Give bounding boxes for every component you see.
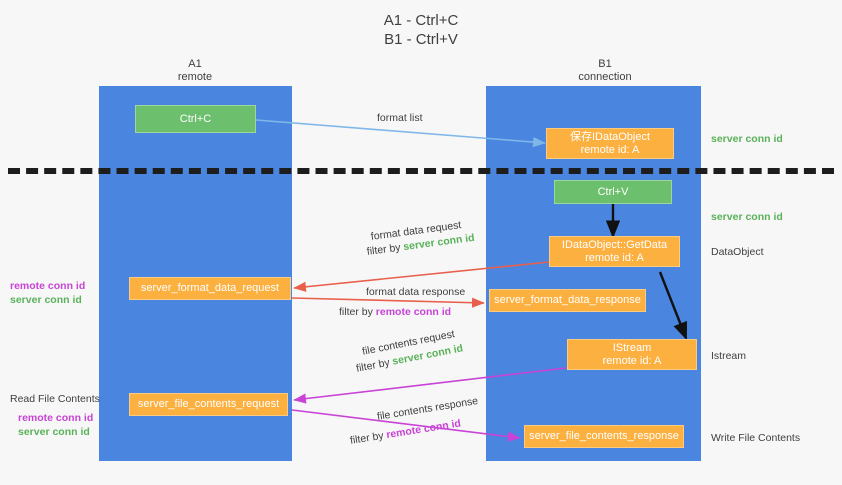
edge-label-format-list: format list: [377, 112, 423, 124]
box-ctrl-c-line1: Ctrl+C: [179, 112, 212, 125]
edge-label-format-data-response-filter: filter by remote conn id: [339, 305, 451, 319]
box-save-idataobject[interactable]: 保存IDataObject remote id: A: [546, 128, 674, 159]
box-istream-line1: IStream: [612, 341, 652, 354]
box-idataobject-getdata-line1: IDataObject::GetData: [561, 238, 668, 251]
left-label-read-file-contents: Read File Contents: [10, 393, 100, 405]
filter-prefix: filter by: [339, 306, 376, 318]
right-label-server-conn-id-top: server conn id: [711, 133, 783, 145]
lane-header-a1: A1 remote: [130, 58, 260, 84]
box-save-idataobject-line1: 保存IDataObject: [569, 130, 651, 143]
box-ctrl-c[interactable]: Ctrl+C: [135, 105, 256, 133]
box-idataobject-getdata[interactable]: IDataObject::GetData remote id: A: [549, 236, 680, 267]
box-server-file-contents-response[interactable]: server_file_contents_response: [524, 425, 684, 448]
left-label-server-conn-id-2: server conn id: [18, 426, 90, 438]
lane-header-b1: B1 connection: [540, 58, 670, 84]
box-server-format-data-response[interactable]: server_format_data_response: [489, 289, 646, 312]
edge-label-format-data-response: format data response: [366, 286, 466, 298]
phase-separator: [8, 168, 834, 174]
edge-label-file-contents-response: file contents response: [376, 395, 479, 423]
box-ctrl-v-line1: Ctrl+V: [597, 185, 629, 198]
left-label-server-conn-id-1: server conn id: [10, 294, 82, 306]
box-server-file-contents-response-line1: server_file_contents_response: [529, 430, 679, 442]
box-save-idataobject-line2: remote id: A: [580, 143, 640, 156]
left-label-remote-conn-id-2: remote conn id: [18, 412, 94, 424]
lane-header-b1-sub: connection: [578, 71, 632, 83]
filter-prefix: filter by: [366, 241, 405, 258]
box-ctrl-v[interactable]: Ctrl+V: [554, 180, 672, 204]
lane-header-b1-name: B1: [598, 58, 612, 70]
filter-prefix: filter by: [349, 429, 388, 447]
filter-id-remote-conn-id: remote conn id: [375, 306, 452, 318]
box-istream-line2: remote id: A: [602, 354, 662, 367]
box-istream[interactable]: IStream remote id: A: [567, 339, 697, 370]
box-server-file-contents-request-line1: server_file_contents_request: [137, 398, 280, 410]
right-label-dataobject: DataObject: [711, 246, 764, 258]
left-label-conn-id-pair-2: remote conn id server conn id: [18, 411, 93, 439]
box-server-format-data-response-line1: server_format_data_response: [494, 294, 641, 306]
box-server-format-data-request[interactable]: server_format_data_request: [129, 277, 291, 300]
right-label-server-conn-id-mid: server conn id: [711, 211, 783, 223]
filter-prefix: filter by: [355, 355, 394, 375]
diagram-title: A1 - Ctrl+C B1 - Ctrl+V: [383, 12, 459, 48]
box-server-format-data-request-line1: server_format_data_request: [140, 282, 280, 294]
lane-header-a1-name: A1: [188, 58, 202, 70]
edge-label-file-contents-response-filter: filter by remote conn id: [349, 416, 462, 447]
right-label-istream: Istream: [711, 350, 747, 362]
box-server-file-contents-request[interactable]: server_file_contents_request: [129, 393, 288, 416]
right-label-write-file-contents: Write File Contents: [711, 432, 801, 444]
left-label-conn-id-pair-1: remote conn id server conn id: [10, 279, 85, 307]
lane-header-a1-sub: remote: [177, 71, 213, 83]
left-label-remote-conn-id-1: remote conn id: [10, 280, 86, 292]
box-idataobject-getdata-line2: remote id: A: [585, 251, 644, 264]
filter-id-remote-conn-id: remote conn id: [385, 417, 462, 442]
